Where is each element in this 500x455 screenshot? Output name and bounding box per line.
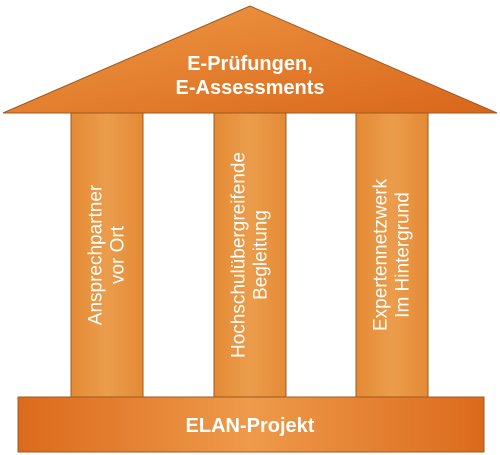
- roof-title-line1: E-Prüfungen,: [187, 53, 313, 75]
- pillar-2-label-line2: Begleitung: [251, 210, 272, 300]
- pillar-3-label-line2: Im Hintergrund: [393, 192, 414, 318]
- base-label: ELAN-Projekt: [186, 415, 315, 437]
- pillar-1-label-line2: vor Ort: [108, 225, 129, 284]
- pillar-3: [355, 112, 429, 398]
- pillar-2: [213, 112, 287, 398]
- roof-title-line2: E-Assessments: [176, 77, 325, 99]
- base-block: [17, 396, 485, 453]
- pillar-1-label-line1: Ansprechpartner: [86, 184, 107, 325]
- pillar-2-label-line1: Hochschulübergreifende: [229, 152, 250, 358]
- pillar-1: [70, 112, 144, 398]
- pillar-3-label-line1: Expertennetzwerk: [371, 178, 392, 331]
